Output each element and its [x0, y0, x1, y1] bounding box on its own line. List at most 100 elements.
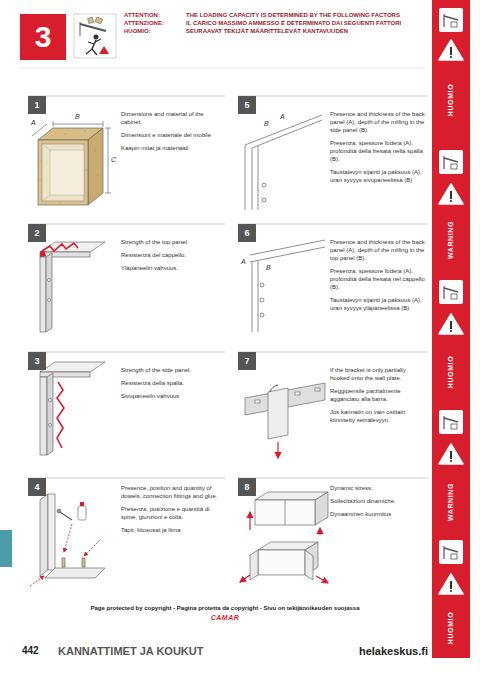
sidebar-icon-part	[451, 424, 457, 429]
cabinet-illustration-part-part	[59, 202, 60, 203]
back-panel-top-illustration-part	[260, 283, 264, 287]
panel-rules-part	[28, 478, 225, 479]
sidebar-label: HUOMIO	[447, 356, 455, 388]
dynamic-stress-illustration-part	[240, 575, 250, 582]
back-panel-side-illustration-part	[245, 145, 246, 210]
attention-text: THE LOADING CAPACITY IS DETERMINED BY TH…	[186, 11, 400, 19]
sidebar-triangle	[439, 444, 463, 464]
cabinet-illustration-part-part	[85, 169, 86, 170]
cabinet-illustration-part	[39, 130, 98, 203]
panel-rules-part	[28, 352, 225, 353]
page-number: 442	[22, 645, 39, 657]
sidebar-triangle-part	[450, 581, 452, 589]
factor-text: Resistenza del cappello.	[121, 251, 221, 259]
side-panel-illustration-part	[40, 362, 105, 372]
cabinet-illustration	[32, 121, 111, 205]
top-panel-illustration-part	[48, 279, 51, 282]
cabinet-illustration-part	[50, 150, 84, 195]
sidebar-label: WARNING	[447, 221, 455, 259]
cabinet-illustration-part	[38, 140, 88, 205]
cabinet-illustration-part	[88, 128, 103, 205]
cabinet-illustration-part-part	[94, 149, 95, 150]
side-panel-illustration-part	[57, 382, 64, 448]
number-text: 2	[34, 229, 39, 238]
warning-icon-part	[88, 17, 94, 23]
dowel-illustration-part	[48, 494, 55, 570]
dowel-illustration-part	[30, 576, 44, 586]
dowel-illustration-part	[82, 558, 85, 567]
sidebar-triangle-part	[439, 314, 463, 334]
sidebar-triangle-part	[450, 200, 452, 202]
number-text: 1	[34, 101, 39, 110]
back-panel-top-illustration-part	[258, 261, 259, 332]
callout-number: 2	[28, 224, 46, 242]
side-panel-illustration-part	[40, 372, 90, 377]
panel-rules-part	[238, 478, 428, 479]
top-panel-illustration-part	[40, 242, 105, 252]
factor-text: If the bracket is only partially hooked …	[330, 366, 426, 382]
dynamic-stress-illustration-part	[250, 550, 258, 580]
sidebar-icon-part	[444, 16, 458, 20]
dowel-illustration-part	[78, 506, 86, 520]
dynamic-stress-illustration-part	[305, 550, 313, 580]
sidebar-icon-part	[451, 164, 457, 169]
sidebar-icon-part	[439, 540, 463, 564]
bracket-illustration-part	[277, 442, 278, 458]
sidebar-icon	[439, 280, 463, 304]
sidebar-icon-part	[439, 150, 463, 174]
callout-number: 8	[238, 478, 256, 496]
warning-icon-part	[74, 14, 116, 58]
cabinet-illustration-part-part	[105, 128, 111, 129]
number-text: 3	[34, 357, 39, 366]
cabinet-illustration-part	[42, 144, 50, 150]
sidebar-triangle-part	[439, 444, 463, 464]
warning-icon-part	[86, 49, 92, 54]
factor-text: Sivupaneelin vahvuus	[121, 392, 221, 400]
sidebar-triangle-part	[439, 40, 463, 60]
dimension-letter: C	[111, 156, 116, 164]
dowel-illustration-part	[62, 558, 65, 567]
back-panel-side-illustration	[245, 115, 322, 210]
factor-text: Presenza, spessore fodera (A), profondit…	[330, 139, 426, 163]
top-panel-illustration-part	[40, 257, 46, 332]
factor-text: Dynaaminen kuormitus	[330, 510, 426, 518]
back-panel-top-illustration-part	[250, 240, 325, 255]
sidebar-icon-part	[444, 548, 458, 552]
top-panel-illustration	[40, 242, 105, 332]
side-panel-illustration-part	[49, 424, 52, 427]
bracket-illustration-part-part	[295, 392, 300, 395]
panel-rules-part	[238, 352, 428, 353]
bracket-illustration-part	[268, 388, 288, 439]
attention-key: ATTENTION:	[124, 11, 160, 19]
dowel-illustration-part	[80, 502, 84, 506]
number-text: 7	[244, 357, 249, 366]
warning-icon-part	[95, 17, 102, 24]
sidebar-triangle-part	[450, 191, 452, 199]
bracket-illustration-part-part	[315, 388, 320, 391]
section-title: KANNATTIMET JA KOUKUT	[58, 645, 203, 658]
back-panel-top-illustration-part	[250, 247, 325, 262]
cabinet-illustration-part-part	[105, 193, 111, 194]
factor-text: Presenza, spessore fodera (A), profondit…	[330, 267, 426, 291]
section-number: 3	[20, 14, 66, 60]
sidebar-triangle-part	[439, 574, 463, 594]
dynamic-stress-illustration	[240, 492, 328, 583]
cabinet-illustration-part-part	[64, 133, 65, 134]
warning-icon-part	[92, 49, 97, 55]
sidebar-label: WARNING	[447, 483, 455, 521]
bracket-illustration	[245, 383, 325, 458]
sidebar-icon-part	[444, 288, 458, 292]
factor-text: Reggipensile parzialmente agganciato all…	[330, 387, 426, 403]
factor-text: Resistenza della spalla.	[121, 379, 221, 387]
factor-text: Yläpaneelin vahvuus.	[121, 264, 221, 272]
cabinet-illustration-part	[32, 121, 111, 193]
attention-key: ATTENZIONE:	[124, 19, 164, 27]
back-panel-side-illustration-part	[252, 120, 322, 148]
cabinet-illustration-part-part	[84, 130, 85, 131]
number-text: 5	[244, 101, 249, 110]
top-panel-illustration-part	[48, 299, 51, 302]
sidebar-triangle	[439, 184, 463, 204]
dynamic-stress-illustration-part	[319, 528, 320, 535]
cabinet-illustration-part-part	[39, 179, 40, 180]
dowel-illustration-part	[45, 568, 105, 578]
